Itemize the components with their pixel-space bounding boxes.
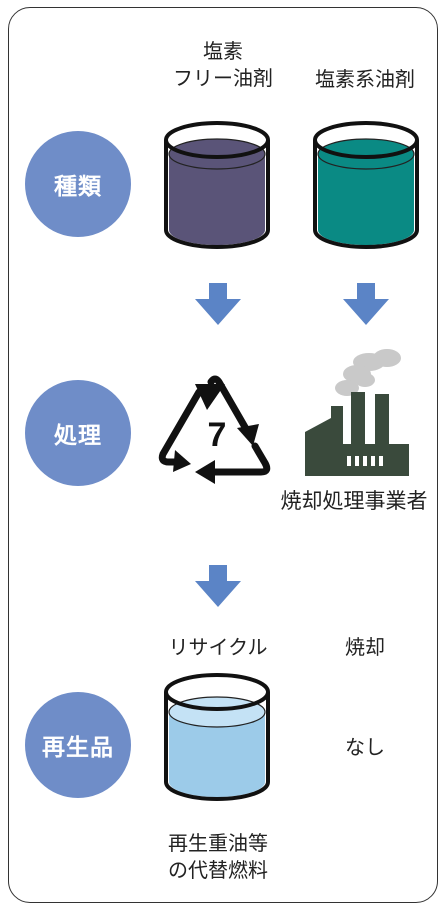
column-header-chlorine-free-line1: 塩素 xyxy=(203,39,243,63)
factory-icon xyxy=(305,349,409,476)
processor-label: 焼却処理事業者 xyxy=(280,489,428,513)
beaker-chlorine-free-icon xyxy=(164,121,270,249)
recycled-product-line1: 再生重油等 xyxy=(168,831,268,855)
recycled-product-label: 再生重油等 の代替燃料 xyxy=(133,830,303,884)
beaker-wall xyxy=(164,692,270,801)
result-incineration-label: 焼却 xyxy=(345,635,385,659)
beaker-wall xyxy=(313,140,419,249)
beaker-liquid xyxy=(169,154,265,245)
product-none-label: なし xyxy=(345,735,385,759)
beaker-recycled-product-icon xyxy=(164,673,270,801)
arrow-down-icon xyxy=(195,565,241,607)
column-header-chlorine-free-line2: フリー油剤 xyxy=(173,66,273,90)
column-header-chlorine-free: 塩素 フリー油剤 xyxy=(143,38,303,92)
row-label-recycled-product: 再生品 xyxy=(25,692,131,798)
beaker-liquid-surface xyxy=(168,696,266,728)
beaker-liquid-surface xyxy=(317,138,415,170)
beaker-liquid xyxy=(169,712,265,797)
column-header-chlorinated: 塩素系油剤 xyxy=(315,67,415,91)
arrow-down-icon xyxy=(343,283,389,325)
recycled-product-line2: の代替燃料 xyxy=(168,858,268,882)
beaker-liquid xyxy=(318,154,414,245)
result-recycle-label: リサイクル xyxy=(168,635,268,659)
beaker-liquid-surface xyxy=(168,138,266,170)
beaker-wall xyxy=(164,140,270,249)
recycle-symbol-7-icon: 7 xyxy=(158,375,271,484)
arrow-down-icon xyxy=(195,283,241,325)
row-label-treatment: 処理 xyxy=(25,380,131,486)
row-label-type: 種類 xyxy=(25,131,131,237)
resin-code-number: 7 xyxy=(208,416,227,454)
beaker-chlorinated-icon xyxy=(313,121,419,249)
